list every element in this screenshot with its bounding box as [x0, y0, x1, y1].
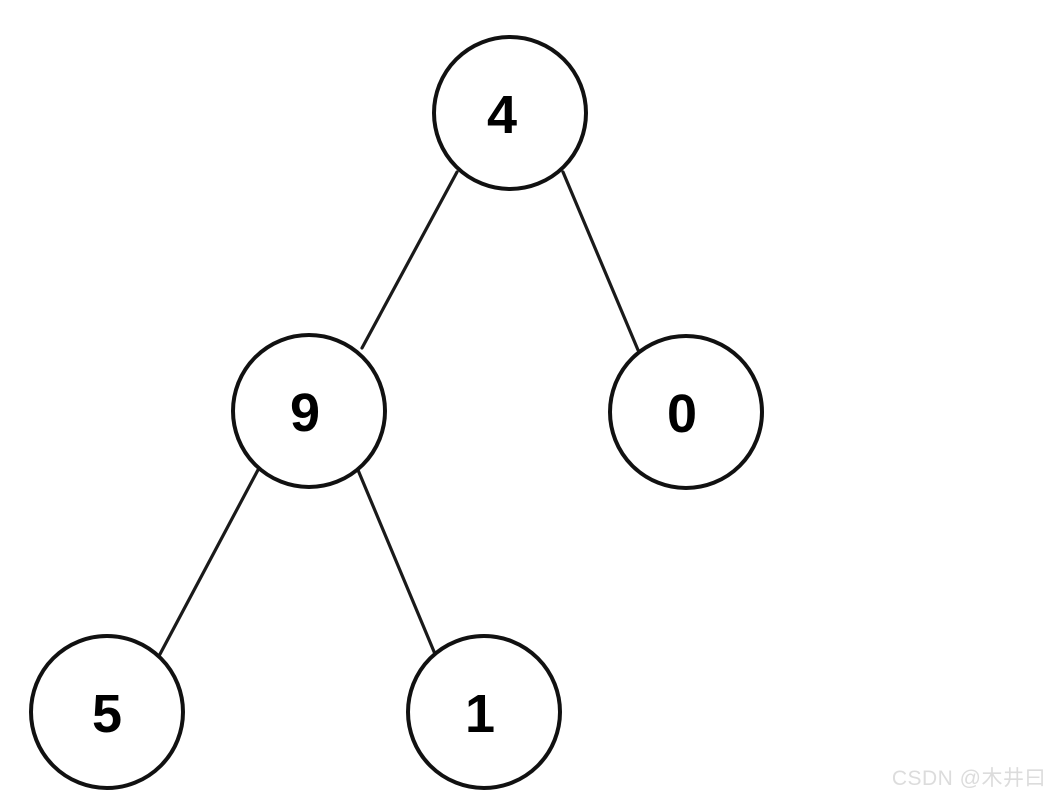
nodes-group: 4 9 0 5 1	[29, 35, 764, 790]
tree-edge-left-to-left-left	[157, 466, 261, 658]
tree-node-right[interactable]: 0	[608, 334, 764, 490]
tree-edge-left-to-left-right	[356, 468, 437, 656]
node-circle-root	[432, 35, 588, 191]
node-circle-left	[231, 333, 387, 489]
node-label-left-right: 1	[465, 684, 495, 744]
node-label-root: 4	[487, 85, 517, 145]
node-label-left-left: 5	[92, 684, 122, 744]
tree-node-left-left[interactable]: 5	[29, 634, 185, 790]
tree-edge-root-to-left	[360, 170, 459, 350]
node-label-right: 0	[667, 384, 697, 444]
node-circle-left-left	[29, 634, 185, 790]
csdn-watermark: CSDN @木井曰	[891, 767, 1046, 790]
node-circle-right	[608, 334, 764, 490]
tree-node-left-right[interactable]: 1	[406, 634, 562, 790]
tree-node-left[interactable]: 9	[231, 333, 387, 489]
tree-edge-root-to-right	[561, 170, 640, 352]
node-circle-left-right	[406, 634, 562, 790]
node-label-left: 9	[290, 383, 320, 443]
tree-node-root[interactable]: 4	[432, 35, 588, 191]
edges-group	[157, 170, 640, 658]
